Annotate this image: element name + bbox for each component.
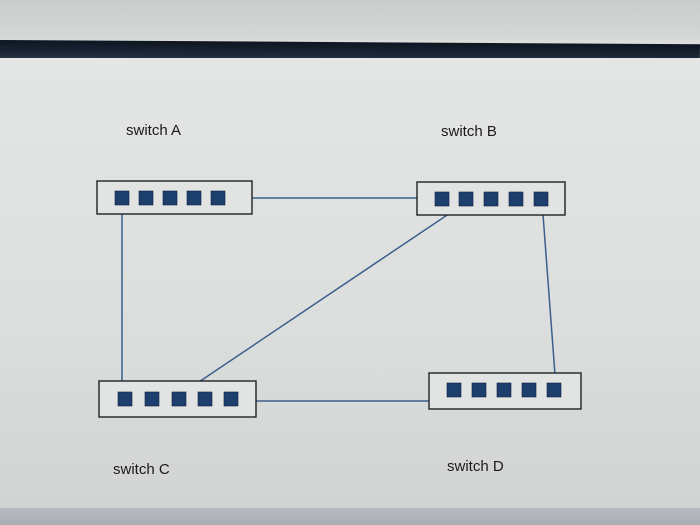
switch-b-port: [533, 191, 549, 207]
switch-a-port: [210, 190, 226, 206]
switch-c-port: [171, 391, 187, 407]
monitor-bottom-edge: [0, 508, 700, 525]
switch-a-label: switch A: [126, 122, 182, 139]
switch-a-port: [138, 190, 154, 206]
link-b-d: [541, 200, 557, 389]
switch-c-port: [117, 391, 133, 407]
switch-c: [98, 380, 257, 418]
switch-c-port: [223, 391, 239, 407]
switch-d-port: [471, 382, 487, 398]
switch-a-port: [114, 190, 130, 206]
switch-b-port: [434, 191, 450, 207]
switch-c-port: [144, 391, 160, 407]
switch-d-port: [546, 382, 562, 398]
monitor-top-area: [0, 0, 700, 40]
switch-c-label: switch C: [113, 461, 170, 478]
switch-b: [416, 181, 566, 216]
switch-d-label: switch D: [447, 458, 504, 475]
switch-b-port: [458, 191, 474, 207]
switch-c-port: [197, 391, 213, 407]
switch-d: [428, 372, 582, 410]
slide-area: [0, 58, 700, 510]
link-b-c: [177, 200, 469, 397]
switch-a: [96, 180, 253, 215]
switch-a-port: [186, 190, 202, 206]
switch-d-port: [446, 382, 462, 398]
switch-d-port: [521, 382, 537, 398]
switch-a-port: [162, 190, 178, 206]
switch-b-port: [508, 191, 524, 207]
switch-d-port: [496, 382, 512, 398]
switch-b-port: [483, 191, 499, 207]
links-group: [121, 197, 557, 402]
switch-b-label: switch B: [441, 123, 497, 140]
